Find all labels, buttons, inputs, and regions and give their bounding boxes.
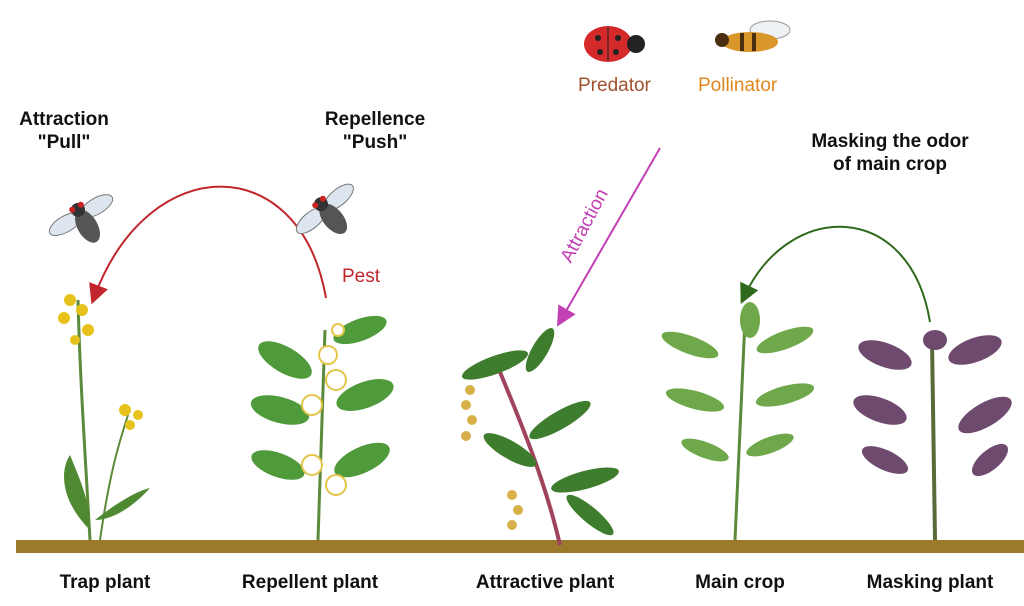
ladybug-icon [584,26,645,62]
plant-label-attractive: Attractive plant [475,572,615,593]
push-pull-arrow [89,185,327,305]
masking-plant-illustration [853,330,1012,541]
predator-label: Predator [578,75,651,96]
heading-line: "Push" [342,132,408,153]
attraction-arrow [557,147,661,327]
pollinator-label: Pollinator [698,75,778,96]
repellent-plant-illustration [250,315,394,541]
fly-icon [48,194,114,243]
plant-label-repellent: Repellent plant [241,572,379,593]
heading-line: "Pull" [37,132,91,153]
attractive-plant-illustration [461,327,619,546]
heading-line: Attraction [19,109,109,130]
pest-label: Pest [342,266,381,287]
main-crop-illustration [661,302,815,541]
plant-label-main-crop: Main crop [695,572,785,593]
heading-line: of main crop [832,154,947,175]
heading-line: Repellence [324,109,426,130]
plant-label-masking: Masking plant [866,572,994,593]
attraction-pull-heading: Attraction "Pull" [0,108,128,154]
repellence-push-heading: Repellence "Push" [300,108,450,154]
masking-heading: Masking the odor of main crop [790,130,990,176]
bee-icon [715,20,791,52]
plant-label-trap: Trap plant [59,572,151,593]
ground [16,540,1024,553]
masking-arrow [740,225,931,323]
fly-icon [295,183,354,235]
trap-plant-illustration [58,294,150,541]
heading-line: Masking the odor [811,131,969,152]
